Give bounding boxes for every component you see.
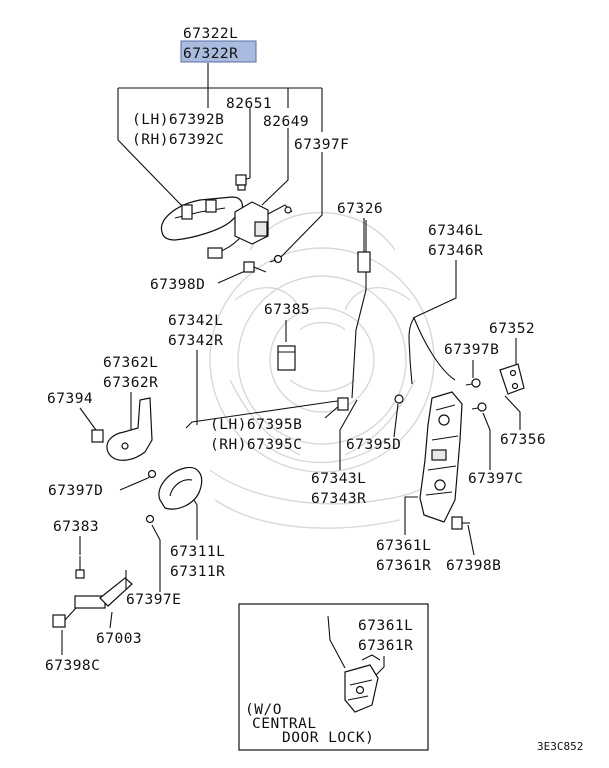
inset-note-line2: CENTRAL (252, 716, 317, 732)
watermark-emblem (209, 211, 451, 529)
label-67361L[interactable]: 67361L (376, 538, 431, 554)
label-67397C[interactable]: 67397C (468, 471, 523, 487)
inset-label-67361L[interactable]: 67361L (358, 618, 413, 634)
label-67346L[interactable]: 67346L (428, 223, 483, 239)
inset-box (238, 603, 429, 751)
diagram-code: 3E3C852 (537, 740, 583, 753)
label-67392B[interactable]: (LH)67392B (132, 112, 224, 128)
outside-door-handle[interactable] (160, 196, 243, 241)
label-67397E[interactable]: 67397E (126, 592, 181, 608)
screw-67397D[interactable] (147, 469, 157, 479)
rod-clip-67385[interactable] (277, 345, 296, 371)
label-67394[interactable]: 67394 (47, 391, 93, 407)
label-67397B[interactable]: 67397B (444, 342, 499, 358)
label-67346R[interactable]: 67346R (428, 243, 483, 259)
label-67397F[interactable]: 67397F (294, 137, 349, 153)
label-67398C[interactable]: 67398C (45, 658, 100, 674)
label-67352[interactable]: 67352 (489, 321, 535, 337)
label-67322L[interactable]: 67322L (183, 26, 238, 42)
rod-clip-67395[interactable] (337, 397, 349, 411)
screw-67397E[interactable] (145, 514, 155, 524)
bolt-67398C[interactable] (52, 607, 77, 628)
inset-label-67361R[interactable]: 67361R (358, 638, 413, 654)
label-67385[interactable]: 67385 (264, 302, 310, 318)
label-67397D[interactable]: 67397D (48, 483, 103, 499)
inset-note-line1: (W/O (245, 702, 282, 718)
screw-67397B[interactable] (465, 378, 481, 388)
label-67361R[interactable]: 67361R (376, 558, 431, 574)
inset-leader (375, 656, 385, 676)
bolt-67398D[interactable] (243, 261, 267, 273)
label-67398B[interactable]: 67398B (446, 558, 501, 574)
handle-clip[interactable] (235, 174, 247, 191)
label-67343R[interactable]: 67343R (311, 491, 366, 507)
label-67395D[interactable]: 67395D (346, 437, 401, 453)
label-67362R[interactable]: 67362R (103, 375, 158, 391)
bolt-67383[interactable] (75, 556, 85, 579)
inside-lock-rod[interactable] (408, 317, 456, 385)
lock-rod[interactable] (351, 220, 371, 399)
label-82651[interactable]: 82651 (226, 96, 272, 112)
handle-clip-67394[interactable] (91, 429, 104, 443)
inset-latch-assembly[interactable] (327, 615, 381, 713)
label-67342L[interactable]: 67342L (168, 313, 223, 329)
rod-clip-67395D[interactable] (394, 394, 404, 404)
label-67392C[interactable]: (RH)67392C (132, 132, 224, 148)
label-67343L[interactable]: 67343L (311, 471, 366, 487)
label-67398D[interactable]: 67398D (150, 277, 205, 293)
screw-67397F[interactable] (269, 254, 283, 264)
label-67395C[interactable]: (RH)67395C (210, 437, 302, 453)
door-latch-assembly[interactable] (419, 391, 463, 523)
label-67311R[interactable]: 67311R (170, 564, 225, 580)
label-67342R[interactable]: 67342R (168, 333, 223, 349)
inside-handle-lever[interactable] (106, 397, 153, 461)
label-67003[interactable]: 67003 (96, 631, 142, 647)
leader-lines (61, 63, 521, 655)
label-67311L[interactable]: 67311L (170, 544, 225, 560)
inset-note-line3: DOOR LOCK) (282, 730, 374, 746)
lock-bracket[interactable] (499, 363, 525, 395)
key-cylinder-switch[interactable] (207, 201, 293, 259)
label-67362L[interactable]: 67362L (103, 355, 158, 371)
screw-67397C[interactable] (471, 402, 487, 412)
label-82649[interactable]: 82649 (263, 114, 309, 130)
selected-part-highlight (180, 40, 257, 63)
label-67326[interactable]: 67326 (337, 201, 383, 217)
inside-handle-bezel[interactable] (158, 466, 203, 510)
label-67322R[interactable]: 67322R (183, 46, 238, 62)
label-67383[interactable]: 67383 (53, 519, 99, 535)
label-67395B[interactable]: (LH)67395B (210, 417, 302, 433)
door-check[interactable] (74, 570, 133, 609)
label-67356[interactable]: 67356 (500, 432, 546, 448)
bolt-67398B[interactable] (451, 516, 470, 530)
